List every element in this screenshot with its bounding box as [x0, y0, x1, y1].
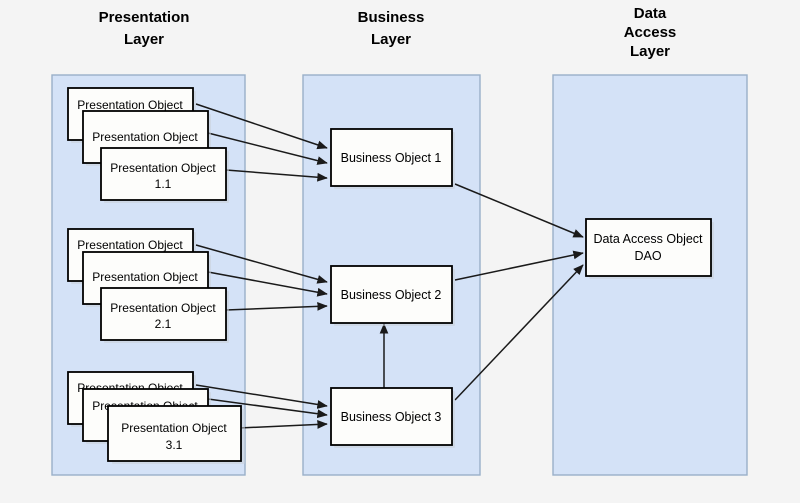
layer-titles: Presentation Layer Business Layer Data A…	[99, 5, 677, 60]
connector-pres2-back-to-bo2	[195, 244, 328, 284]
data-access-object-node[interactable]: Data Access Object DAO	[585, 218, 714, 279]
business-object-2[interactable]	[330, 265, 453, 324]
connector-pres3-middle-to-bo3	[207, 398, 328, 419]
connectors-group2-to-business2	[195, 244, 328, 311]
presentation-object-group-2[interactable]: Presentation Object Presentation Object …	[67, 228, 229, 343]
presentation-layer-title-line2: Layer	[124, 31, 164, 48]
presentation-object-3-front[interactable]	[107, 405, 242, 462]
connector-pres1-middle-to-bo1	[207, 132, 328, 165]
data-access-layer-title-line2: Access	[624, 24, 677, 41]
connector-bo2-to-dao	[454, 250, 584, 281]
presentation-object-group-3[interactable]: Presentation Object Presentation Object …	[67, 371, 245, 464]
connector-pres3-front-to-bo3	[238, 420, 328, 429]
connector-pres3-back-to-bo3	[195, 384, 328, 409]
business-object-3[interactable]	[330, 387, 453, 446]
presentation-layer-title-line1: Presentation	[99, 9, 190, 26]
presentation-object-1-front-label-line2: 1.1	[155, 177, 172, 191]
presentation-object-1-back-label: Presentation Object	[77, 98, 183, 112]
presentation-object-2-middle-label: Presentation Object	[92, 270, 198, 284]
connector-pres2-middle-to-bo2	[207, 271, 328, 297]
business-layer-title-line1: Business	[358, 9, 425, 26]
data-access-object[interactable]	[585, 218, 712, 277]
business-object-nodes[interactable]: Business Object 1 Business Object 2 Busi…	[330, 128, 455, 448]
connectors-group3-to-business3	[195, 384, 328, 429]
presentation-object-3-front-label-line1: Presentation Object	[121, 421, 227, 435]
business-object-3-label: Business Object 3	[341, 410, 442, 424]
data-access-layer-title-line1: Data	[634, 5, 667, 22]
data-access-layer-title-line3: Layer	[630, 43, 670, 60]
connector-pres1-back-to-bo1	[195, 103, 328, 150]
business-object-1[interactable]	[330, 128, 453, 187]
connectors-group1-to-business1	[195, 103, 328, 182]
presentation-object-1-middle-label: Presentation Object	[92, 130, 198, 144]
business-object-2-label: Business Object 2	[341, 288, 442, 302]
connector-pres1-front-to-bo1	[225, 169, 328, 182]
business-layer-title-line2: Layer	[371, 31, 411, 48]
presentation-object-3-front-label-line2: 3.1	[166, 438, 183, 452]
connectors-business-to-dao	[379, 183, 584, 401]
presentation-object-1-front[interactable]	[100, 147, 227, 201]
presentation-object-group-1[interactable]: Presentation Object Presentation Object …	[67, 87, 229, 203]
presentation-object-2-front-label-line1: Presentation Object	[110, 301, 216, 315]
connector-pres2-front-to-bo2	[225, 301, 328, 311]
presentation-object-2-back-label: Presentation Object	[77, 238, 183, 252]
data-access-object-label-line2: DAO	[634, 249, 661, 263]
business-object-1-label: Business Object 1	[341, 151, 442, 165]
presentation-object-2-front[interactable]	[100, 287, 227, 341]
presentation-object-2-front-label-line2: 2.1	[155, 317, 172, 331]
presentation-object-1-front-label-line1: Presentation Object	[110, 161, 216, 175]
connector-bo1-to-dao	[454, 183, 584, 238]
data-access-object-label-line1: Data Access Object	[593, 232, 703, 246]
connector-bo3-to-dao	[454, 264, 584, 401]
